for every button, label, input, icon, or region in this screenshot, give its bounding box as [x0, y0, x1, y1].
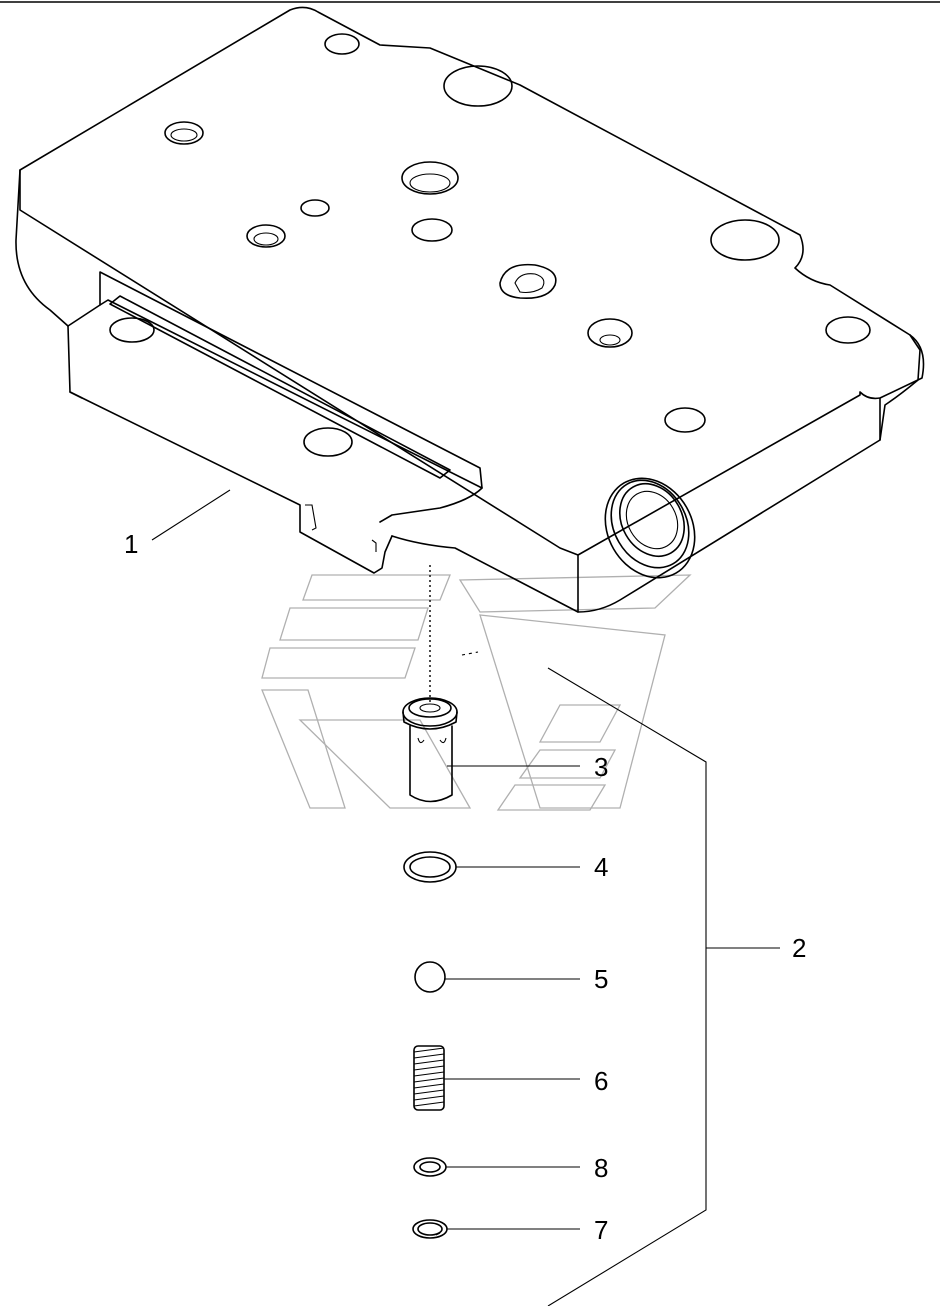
snap-ring-part-7 [412, 1219, 448, 1239]
callout-7: 7 [594, 1215, 608, 1245]
ball-part-5 [414, 961, 446, 993]
callout-3: 3 [594, 752, 608, 782]
watermark-logo [261, 574, 692, 811]
valve-housing-part-1 [15, 6, 925, 613]
o-ring-part-4 [403, 851, 457, 883]
callout-4: 4 [594, 852, 608, 882]
callout-6: 6 [594, 1066, 608, 1096]
leader-line-1 [151, 489, 231, 541]
callout-8: 8 [594, 1153, 608, 1183]
callout-2: 2 [792, 933, 806, 963]
spring-part-6 [413, 1045, 445, 1111]
washer-part-8 [413, 1157, 447, 1177]
valve-body-part-3 [402, 697, 458, 803]
callout-5: 5 [594, 964, 608, 994]
callout-1: 1 [124, 529, 138, 559]
leader-line-2 [547, 667, 780, 1306]
assembly-line-faint [461, 651, 479, 656]
